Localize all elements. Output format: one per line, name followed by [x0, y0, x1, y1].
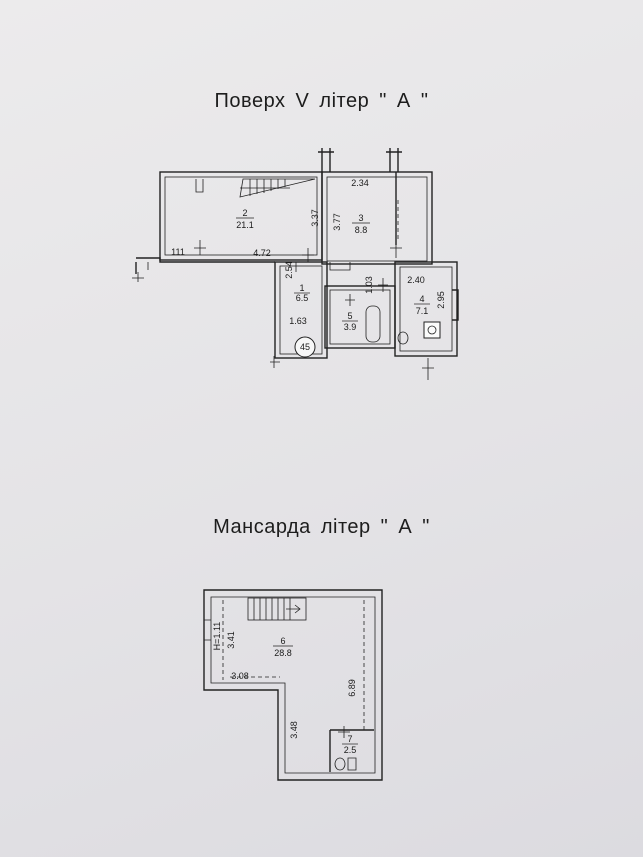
room-3-area: 8.8	[355, 225, 368, 235]
room-5-number: 5	[347, 311, 352, 321]
floor5-room-labels: 2 21.1 3 8.8 1 6.5 5 3.9 4 7.1	[236, 208, 430, 332]
floor5-title: Поверх V літер " А "	[214, 90, 429, 112]
floor5-dimensions: 2.34 3.37 3.77 111 4.72 2.54 1.03 2.40 2…	[171, 178, 446, 326]
room-1-number: 1	[299, 283, 304, 293]
room-2-number: 2	[242, 208, 247, 218]
room-5-area: 3.9	[344, 322, 357, 332]
room-1-area: 6.5	[296, 293, 309, 303]
room-4-area: 7.1	[416, 306, 429, 316]
dim-3-37: 3.37	[310, 209, 320, 227]
dim-2-34: 2.34	[351, 178, 369, 188]
attic-title: Мансарда літер " А "	[213, 516, 430, 538]
dim-4-72: 4.72	[253, 248, 271, 258]
dim-1-63: 1.63	[289, 316, 307, 326]
dim-2-40: 2.40	[407, 275, 425, 285]
dim-111: 111	[171, 247, 185, 257]
dim-2-54: 2.54	[284, 261, 294, 279]
floor5-walls	[132, 148, 459, 380]
stair-marker-label: 45	[300, 342, 310, 352]
stair-marker: 45	[294, 336, 316, 358]
room-2-area: 21.1	[236, 220, 254, 230]
room-4-number: 4	[419, 294, 424, 304]
dim-1-03: 1.03	[364, 276, 374, 294]
dim-2-95: 2.95	[436, 291, 446, 309]
dim-3-77: 3.77	[332, 213, 342, 231]
room-3-number: 3	[358, 213, 363, 223]
